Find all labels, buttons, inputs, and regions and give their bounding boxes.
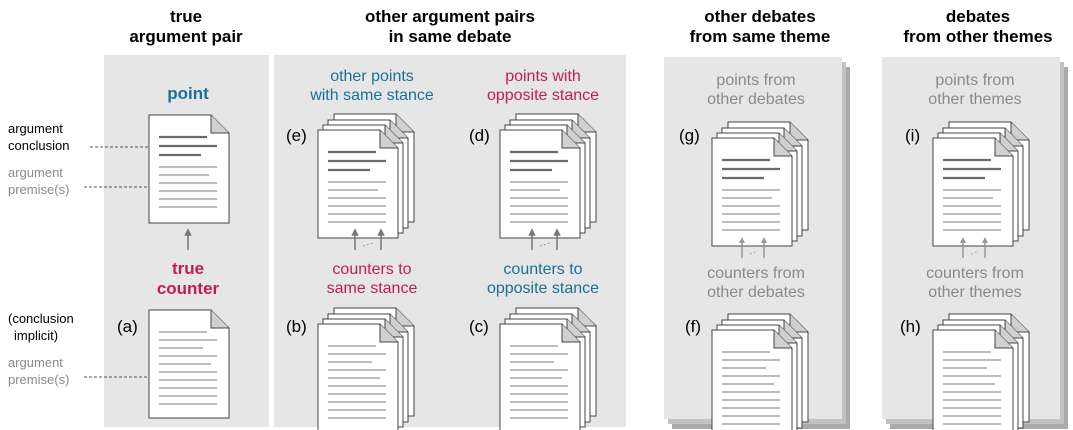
letter-d: (d) <box>469 126 490 145</box>
arrows-e-b <box>351 228 385 250</box>
stack-e <box>318 114 414 238</box>
letter-h: (h) <box>900 317 921 336</box>
letter-e: (e) <box>286 126 307 145</box>
stack-f <box>712 314 808 430</box>
document-true-point <box>147 113 231 225</box>
stack-i <box>933 122 1029 246</box>
arrows-i-h <box>960 237 988 258</box>
arrows-d-c <box>528 228 561 250</box>
arrows-g-f <box>739 237 767 258</box>
letter-g: (g) <box>679 126 700 145</box>
stack-h <box>933 314 1029 430</box>
document-true-counter <box>148 309 230 419</box>
letter-a: (a) <box>117 317 138 336</box>
stack-c <box>500 308 596 430</box>
stack-g <box>712 122 808 246</box>
letter-b: (b) <box>286 317 307 336</box>
letter-i: (i) <box>905 126 920 145</box>
letter-c: (c) <box>469 317 489 336</box>
stack-d <box>500 114 596 238</box>
letter-f: (f) <box>685 317 701 336</box>
stack-b <box>318 308 414 430</box>
side-connector-lines <box>84 146 156 378</box>
label-point: point <box>167 84 209 103</box>
